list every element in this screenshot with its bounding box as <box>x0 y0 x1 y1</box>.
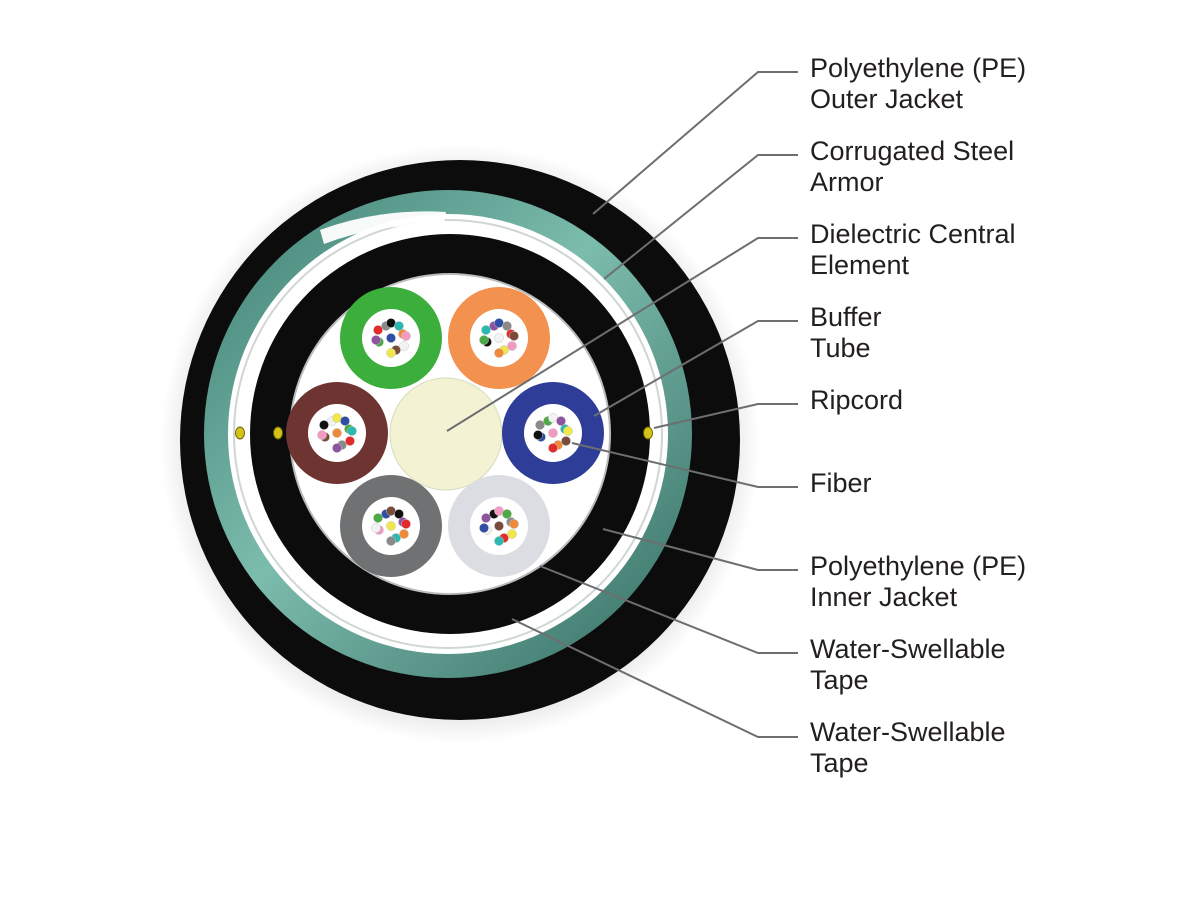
fiber-strand <box>561 436 571 446</box>
armor-inner-edge <box>233 219 663 649</box>
fiber-strand <box>494 348 504 358</box>
fiber-strand <box>494 536 504 546</box>
fiber-strand <box>340 416 350 426</box>
label-line: Buffer <box>810 302 882 332</box>
fiber-strand <box>386 333 396 343</box>
leader-line <box>592 71 798 215</box>
fiber-strand <box>548 428 558 438</box>
buffer-tube-group <box>286 287 604 577</box>
fiber-strand <box>332 428 342 438</box>
dielectric-central-element <box>389 377 503 491</box>
fiber-strand <box>386 521 396 531</box>
leader-line <box>446 237 798 432</box>
leader-line <box>653 403 798 429</box>
fiber-strand <box>479 523 489 533</box>
fiber-strand <box>317 430 327 440</box>
fiber-strand <box>394 509 404 519</box>
fiber-strand <box>481 513 491 523</box>
label-line: Water-Swellable <box>810 634 1006 664</box>
leader-line <box>602 528 798 571</box>
label-ripcord: Ripcord <box>810 385 903 416</box>
buffer-tube-white <box>448 475 550 577</box>
label-line: Outer Jacket <box>810 84 964 114</box>
fiber-strand <box>319 420 329 430</box>
fiber-strand <box>494 521 504 531</box>
label-line: Water-Swellable <box>810 717 1006 747</box>
leader-line <box>603 154 798 280</box>
fiber-strand <box>373 513 383 523</box>
buffer-tube-blue <box>502 382 604 484</box>
label-line: Tube <box>810 333 871 363</box>
fiber-strand <box>548 443 558 453</box>
buffer-tube-orange <box>448 287 550 389</box>
label-line: Polyethylene (PE) <box>810 53 1027 83</box>
label-line: Dielectric Central <box>810 219 1016 249</box>
fiber-strand <box>509 519 519 529</box>
buffer-tube-green <box>340 287 442 389</box>
fiber-strand <box>533 430 543 440</box>
label-line: Tape <box>810 665 869 695</box>
fiber-strand <box>347 426 357 436</box>
label-line: Polyethylene (PE) <box>810 551 1027 581</box>
buffer-tube-slate <box>340 475 442 577</box>
fiber-strand <box>509 331 519 341</box>
ripcord-mark <box>643 426 653 440</box>
leader-line <box>571 442 798 488</box>
leader-line <box>511 618 798 738</box>
fiber-strand <box>502 509 512 519</box>
fiber-strand <box>401 519 411 529</box>
label-outer-jacket: Polyethylene (PE)Outer Jacket <box>810 53 1026 115</box>
label-line: Ripcord <box>810 385 904 415</box>
fiber-strand <box>494 333 504 343</box>
fiber-strand <box>399 341 409 351</box>
fiber-strand <box>394 321 404 331</box>
label-fiber: Fiber <box>810 468 872 499</box>
ripcord-group <box>235 426 653 440</box>
label-line: Fiber <box>810 468 872 498</box>
fiber-strand <box>563 426 573 436</box>
leader-line <box>593 320 798 417</box>
armor-overlap-highlight <box>320 211 446 244</box>
fiber-strand <box>332 443 342 453</box>
fiber-strand <box>386 536 396 546</box>
label-line: Corrugated Steel <box>810 136 1015 166</box>
fiber-strand <box>371 523 381 533</box>
label-line: Armor <box>810 167 884 197</box>
fiber-strand <box>556 416 566 426</box>
label-line: Element <box>810 250 910 280</box>
fiber-strand <box>386 348 396 358</box>
ripcord-mark <box>235 426 245 440</box>
fiber-strand <box>371 335 381 345</box>
fiber-strand <box>535 420 545 430</box>
fiber-strand <box>401 331 411 341</box>
label-inner-jacket: Polyethylene (PE)Inner Jacket <box>810 551 1026 613</box>
fiber-strand <box>481 325 491 335</box>
buffer-tube-brown <box>286 382 388 484</box>
fiber-strand <box>345 436 355 446</box>
fiber-strand <box>502 321 512 331</box>
fiber-strand <box>373 325 383 335</box>
label-line: Inner Jacket <box>810 582 958 612</box>
leader-line <box>539 565 798 654</box>
leader-line-group <box>446 71 798 738</box>
fiber-strand <box>479 335 489 345</box>
fiber-strand <box>507 341 517 351</box>
label-line: Tape <box>810 748 869 778</box>
fiber-strand <box>507 529 517 539</box>
fiber-strand <box>399 529 409 539</box>
ripcord-mark <box>273 426 283 440</box>
